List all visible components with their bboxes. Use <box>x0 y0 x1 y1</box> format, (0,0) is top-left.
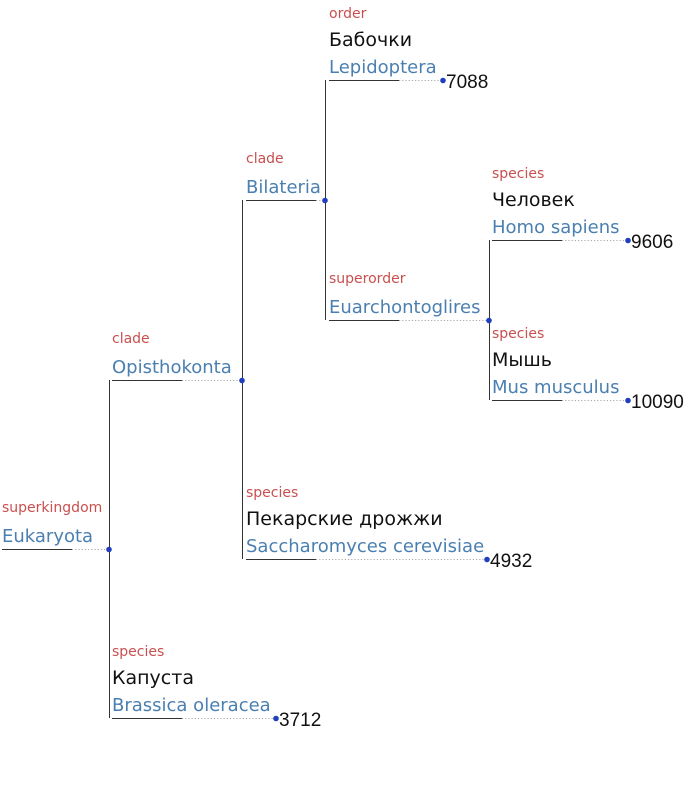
node-rank-label: order <box>329 6 367 22</box>
node-dot[interactable] <box>625 397 631 404</box>
node-scientific-label: Homo sapiens <box>492 217 620 238</box>
node-common-label: Человек <box>492 189 575 211</box>
node-scientific-label: Opisthokonta <box>112 357 232 378</box>
node-dot[interactable] <box>273 715 279 722</box>
node-scientific-label: Eukaryota <box>2 526 93 547</box>
node-scientific-label: Saccharomyces cerevisiae <box>246 536 484 557</box>
node-dot[interactable] <box>106 546 112 553</box>
taxid-label: 4932 <box>490 551 532 572</box>
node-common-label: Пекарские дрожжи <box>246 508 443 530</box>
node-common-label: Бабочки <box>329 29 412 51</box>
node-common-label: Капуста <box>112 667 194 689</box>
node-rank-label: clade <box>246 151 284 167</box>
node-dot[interactable] <box>322 197 328 204</box>
node-scientific-label: Mus musculus <box>492 377 619 398</box>
node-rank-label: species <box>112 644 164 660</box>
node-rank-label: species <box>492 166 544 182</box>
taxid-label: 10090 <box>631 392 684 413</box>
node-dot[interactable] <box>484 556 490 563</box>
node-scientific-label: Bilateria <box>246 177 321 198</box>
node-dot[interactable] <box>239 377 245 384</box>
taxid-label: 9606 <box>631 232 673 253</box>
node-rank-label: species <box>246 485 298 501</box>
node-rank-label: clade <box>112 331 150 347</box>
node-scientific-label: Brassica oleracea <box>112 695 271 716</box>
node-dot[interactable] <box>486 317 492 324</box>
node-common-label: Мышь <box>492 349 552 371</box>
node-dot[interactable] <box>625 237 631 244</box>
taxid-label: 3712 <box>279 710 321 731</box>
node-rank-label: superkingdom <box>2 500 102 516</box>
node-scientific-label: Lepidoptera <box>329 57 437 78</box>
taxid-label: 7088 <box>446 72 488 93</box>
node-dot[interactable] <box>440 77 446 84</box>
node-rank-label: superorder <box>329 271 406 287</box>
node-rank-label: species <box>492 326 544 342</box>
node-scientific-label: Euarchontoglires <box>329 297 481 318</box>
